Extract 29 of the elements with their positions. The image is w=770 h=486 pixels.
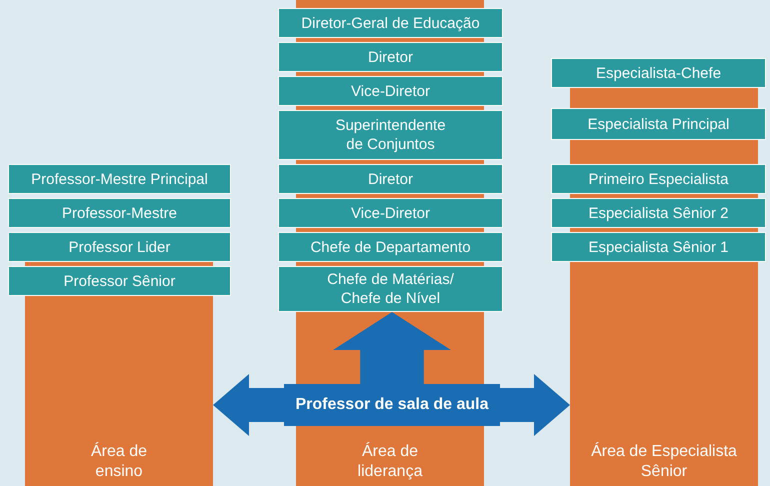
position-box: Professor-Mestre Principal [8, 164, 231, 194]
position-box: Especialista Principal [551, 108, 766, 140]
position-box: Especialista-Chefe [551, 58, 766, 88]
arrow-band: Professor de sala de aula [284, 384, 500, 426]
position-box: Especialista Sênior 2 [551, 198, 766, 228]
position-box: Vice-Diretor [278, 198, 503, 228]
position-box: Chefe de Departamento [278, 232, 503, 262]
position-box: Professor Lider [8, 232, 231, 262]
position-box: Especialista Sênior 1 [551, 232, 766, 262]
position-box: Diretor [278, 42, 503, 72]
arrow [333, 312, 451, 384]
position-box: Primeiro Especialista [551, 164, 766, 194]
career-column [296, 430, 484, 486]
position-box [278, 266, 503, 312]
position-box: Professor Sênior [8, 266, 231, 296]
column-label: Área de Especialista Sênior [590, 442, 738, 482]
arrow [500, 374, 570, 436]
position-box: Diretor [278, 164, 503, 194]
position-box: Vice-Diretor [278, 76, 503, 106]
column-label: Área de liderança [356, 442, 424, 482]
position-box: Diretor-Geral de Educação [278, 8, 503, 38]
career-column [570, 262, 758, 486]
position-label: Superintendente de Conjuntos [334, 116, 447, 154]
position-box [278, 110, 503, 160]
career-column [25, 296, 213, 486]
position-label: Chefe de Matérias/ Chefe de Nível [326, 270, 455, 308]
arrow [213, 374, 284, 436]
column-label: Área de ensino [90, 442, 148, 482]
position-box: Professor-Mestre [8, 198, 231, 228]
